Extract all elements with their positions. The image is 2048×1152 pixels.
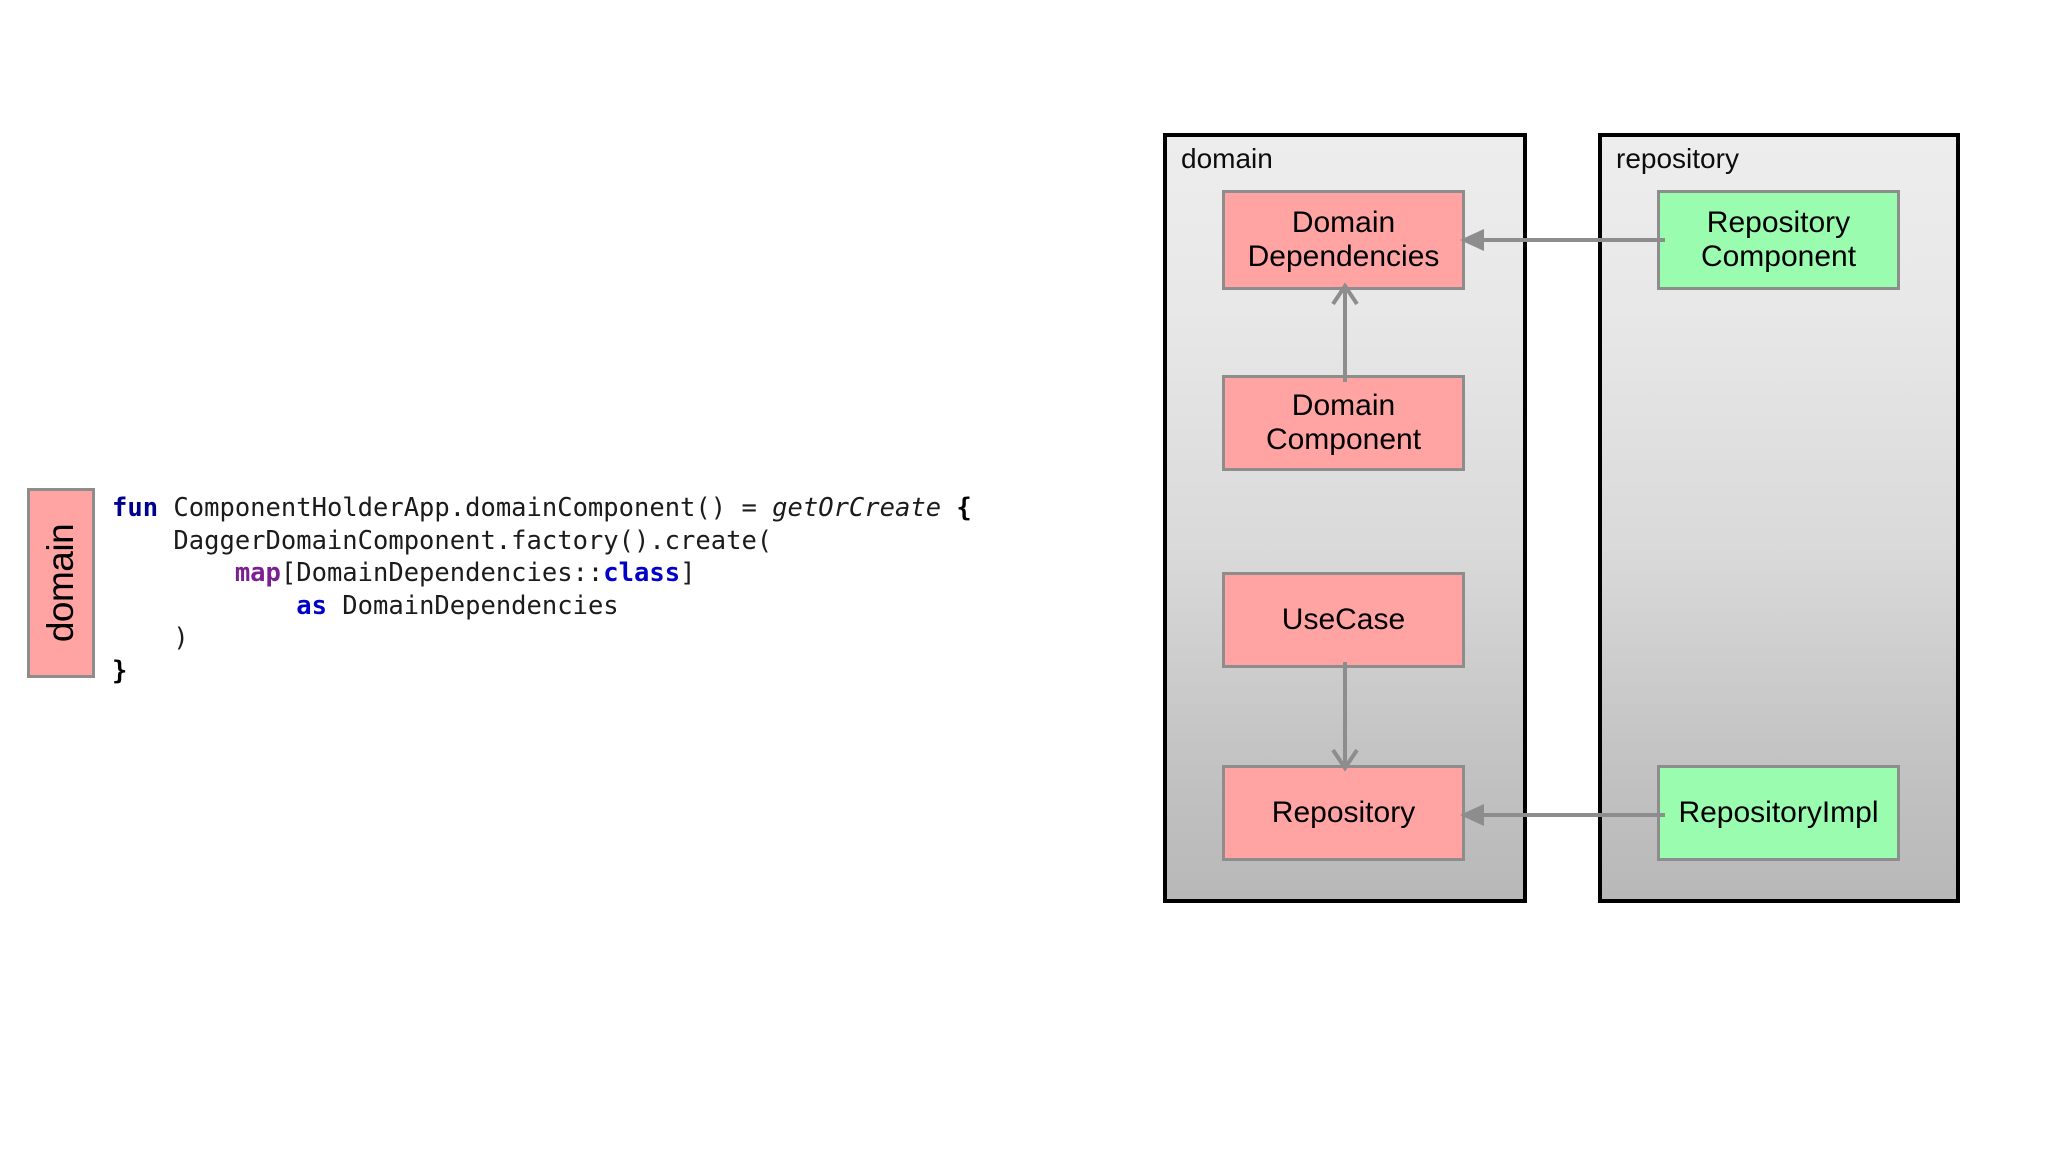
node-repository-impl-label: RepositoryImpl — [1678, 796, 1879, 829]
code-snippet: fun ComponentHolderApp.domainComponent()… — [112, 492, 972, 687]
code-token: ComponentHolderApp.domainComponent() = — [173, 493, 773, 523]
code-token: DaggerDomainComponent.factory().create( — [112, 525, 773, 556]
code-line-3: map[DomainDependencies::class] — [112, 557, 972, 590]
code-token: class — [603, 558, 681, 588]
node-repository[interactable]: Repository — [1222, 765, 1465, 861]
code-token: DomainDependencies — [326, 590, 619, 621]
domain-lane-label: domain — [27, 488, 95, 678]
node-repository-impl[interactable]: RepositoryImpl — [1657, 765, 1900, 861]
code-line-2: DaggerDomainComponent.factory().create( — [112, 525, 972, 558]
code-line-4: as DomainDependencies — [112, 590, 972, 623]
code-token: } — [112, 655, 128, 686]
code-token: fun — [112, 493, 174, 523]
code-token — [941, 493, 956, 523]
node-usecase[interactable]: UseCase — [1222, 572, 1465, 668]
code-line-5: ) — [112, 622, 972, 655]
code-token: as — [296, 590, 327, 621]
code-token: [DomainDependencies:: — [280, 558, 604, 588]
code-token — [112, 591, 296, 621]
package-title-domain: domain — [1181, 143, 1273, 174]
code-token: getOrCreate — [772, 493, 942, 523]
package-title-repository: repository — [1616, 143, 1739, 174]
code-token: ] — [680, 558, 696, 588]
node-repository-label: Repository — [1271, 796, 1416, 829]
code-line-1: fun ComponentHolderApp.domainComponent()… — [112, 492, 972, 525]
code-line-6: } — [112, 655, 972, 688]
domain-lane-label-text: domain — [40, 523, 82, 643]
code-token — [112, 558, 235, 588]
node-usecase-label: UseCase — [1281, 603, 1406, 636]
code-token: ) — [112, 623, 189, 653]
code-token: { — [956, 493, 972, 523]
code-token: map — [234, 558, 281, 588]
